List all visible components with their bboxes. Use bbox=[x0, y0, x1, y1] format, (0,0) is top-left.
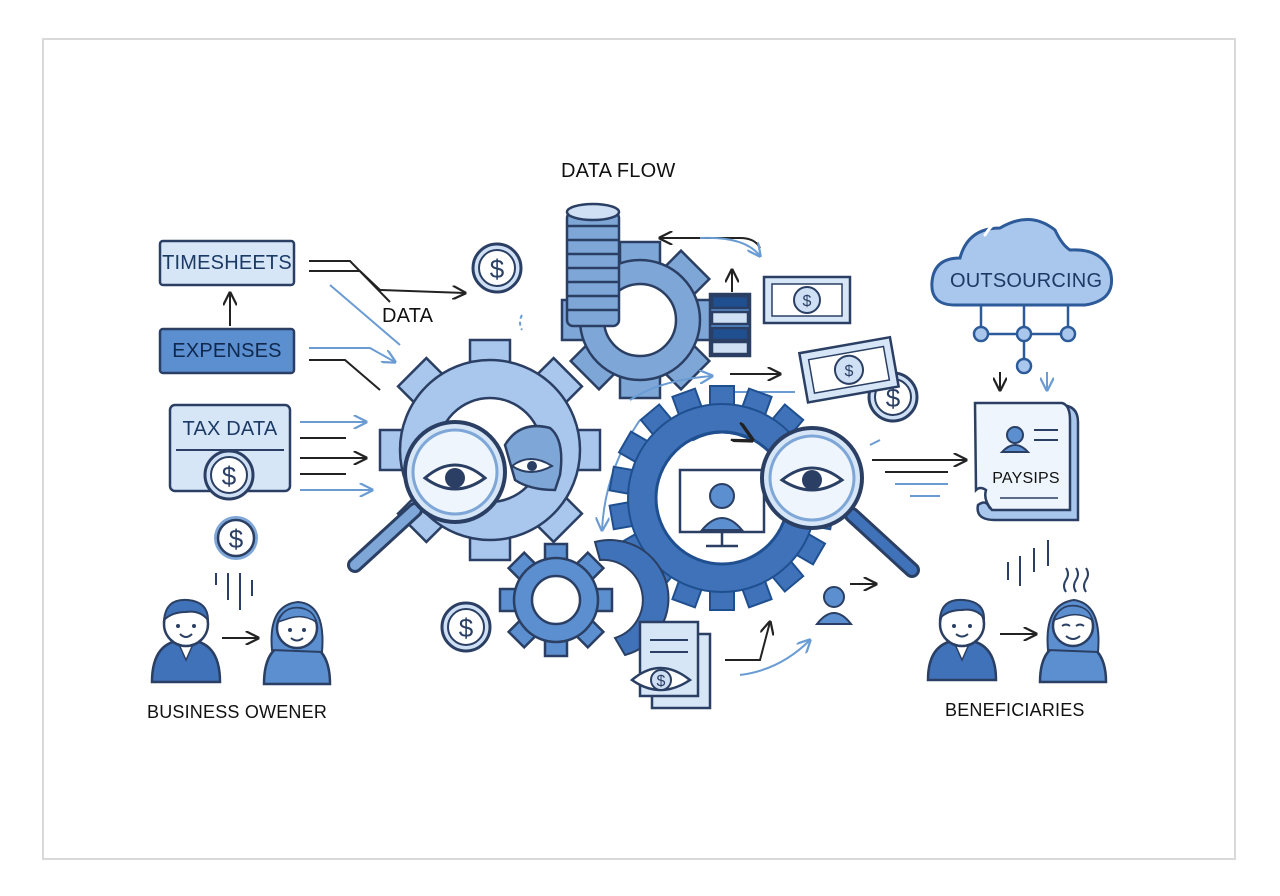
business-owner-man-avatar bbox=[150, 598, 222, 684]
monitor-person-icon bbox=[678, 468, 766, 548]
server-icon bbox=[708, 292, 752, 358]
timesheets-label: TIMESHEETS bbox=[162, 252, 292, 274]
timesheets-box bbox=[158, 239, 296, 287]
beneficiary-man-avatar bbox=[926, 598, 998, 682]
tax-data-label: TAX DATA bbox=[182, 418, 278, 440]
payslip-document-icon bbox=[973, 401, 1080, 522]
falling-lines-right bbox=[1007, 540, 1049, 586]
data-label: DATA bbox=[382, 305, 434, 327]
beneficiaries-label: BENEFICIARIES bbox=[945, 700, 1085, 720]
falling-lines-left bbox=[215, 573, 253, 610]
dollar-sign: $ bbox=[886, 383, 901, 413]
to-payslips-arrows bbox=[872, 460, 966, 497]
cloud-arrows bbox=[1000, 372, 1047, 390]
person-icon bbox=[814, 586, 854, 625]
expenses-label: EXPENSES bbox=[172, 340, 282, 362]
expenses-box bbox=[158, 327, 296, 375]
loop-arrows-top bbox=[519, 238, 760, 331]
magnifier-eye-icon bbox=[347, 420, 507, 573]
business-owner-label: BUSINESS OWENER bbox=[147, 702, 328, 722]
document-icon bbox=[629, 620, 712, 710]
banknote-icon bbox=[797, 335, 901, 404]
bottom-arrows bbox=[725, 584, 876, 676]
dollar-sign: $ bbox=[845, 363, 854, 380]
business-owner-woman-avatar bbox=[262, 600, 332, 686]
dollar-sign: $ bbox=[459, 613, 474, 643]
dollar-sign: $ bbox=[229, 524, 244, 554]
person-icon bbox=[503, 424, 563, 492]
coin-stack-icon bbox=[560, 202, 720, 400]
dollar-sign: $ bbox=[222, 461, 237, 491]
magnifier-eye-icon bbox=[760, 426, 920, 578]
dollar-sign: $ bbox=[803, 293, 812, 310]
beneficiary-woman-avatar bbox=[1038, 598, 1108, 684]
outsourcing-label: OUTSOURCING bbox=[950, 270, 1103, 292]
cloud-icon bbox=[930, 214, 1113, 375]
payslips-label: PAYSIPS bbox=[992, 470, 1060, 487]
gear-icon bbox=[498, 542, 614, 658]
steam-icon bbox=[1063, 567, 1089, 593]
dollar-coin-icon bbox=[214, 516, 258, 560]
diagram-title: DATA FLOW bbox=[561, 160, 676, 182]
banknote-icon bbox=[762, 275, 852, 325]
dollar-sign: $ bbox=[657, 673, 666, 690]
dollar-sign: $ bbox=[490, 254, 505, 284]
input-arrows bbox=[300, 260, 465, 490]
